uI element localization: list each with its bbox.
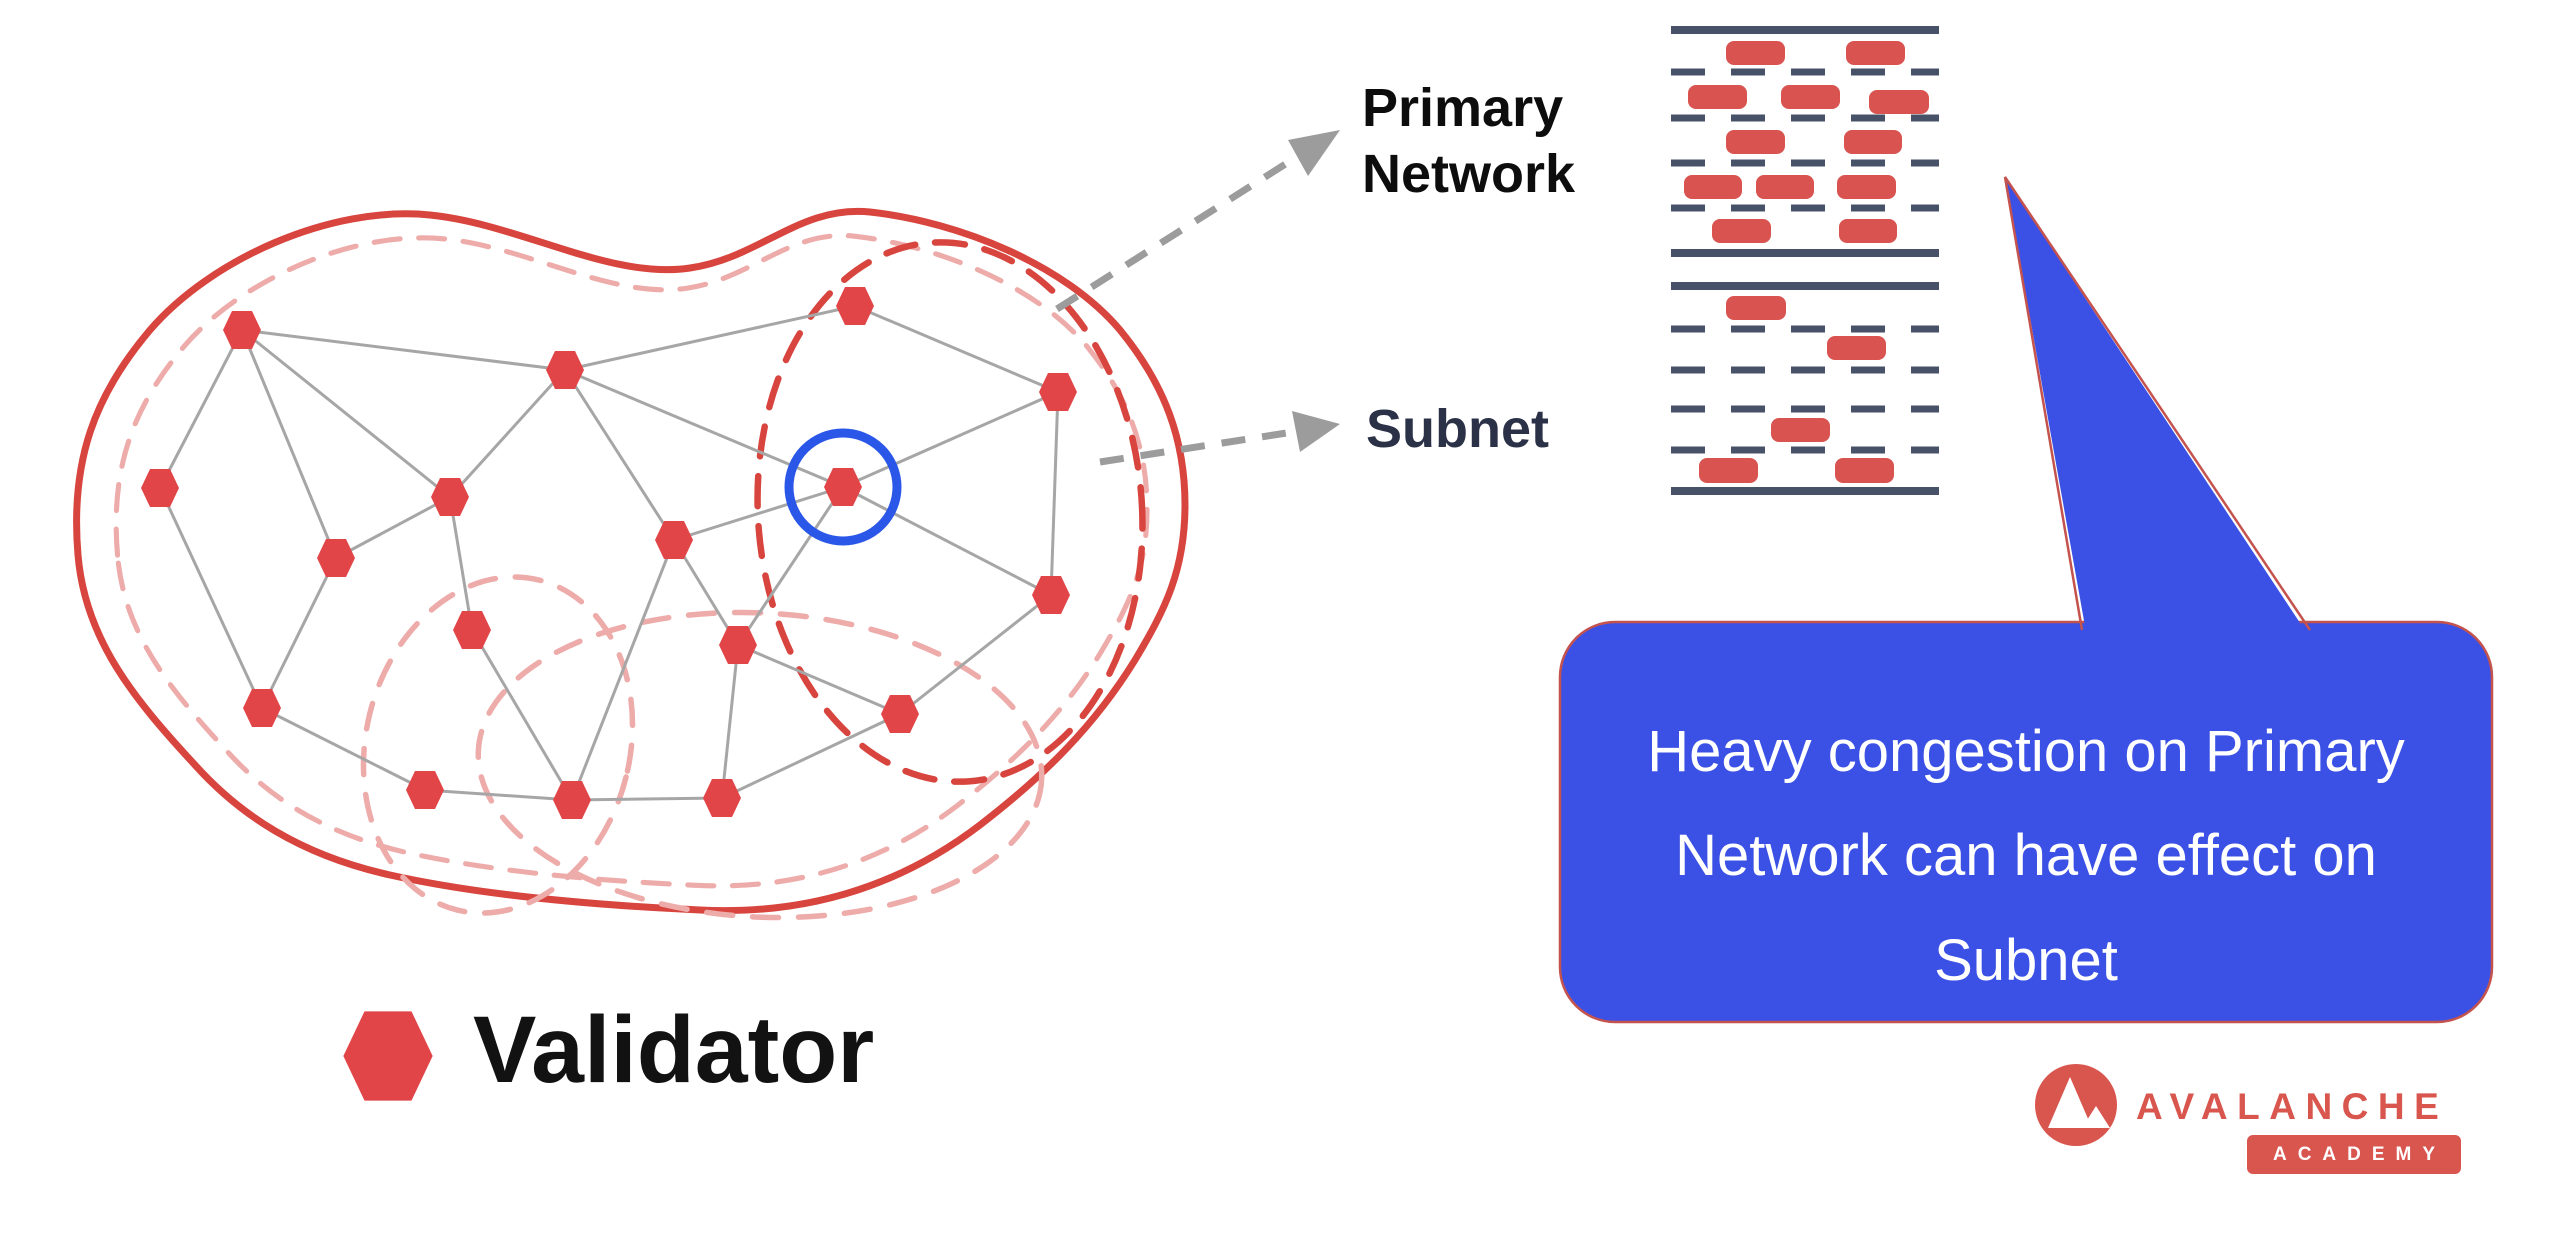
validator-icon bbox=[141, 469, 179, 507]
subnet-boundary-bottom bbox=[475, 609, 1045, 921]
academy-badge-label: ACADEMY bbox=[2272, 1143, 2447, 1165]
peer-connections bbox=[158, 304, 1060, 802]
validator-icon bbox=[317, 539, 355, 577]
validator-legend-label: Validator bbox=[473, 997, 875, 1103]
subnet-blocks bbox=[1699, 296, 1894, 483]
primary-network-arrowhead-icon bbox=[1288, 130, 1340, 176]
validator-nodes bbox=[141, 287, 1077, 819]
subnet-arrowhead-icon bbox=[1292, 411, 1340, 452]
label-arrows bbox=[1055, 130, 1340, 466]
subnet-ledger bbox=[1671, 282, 1939, 495]
primary-network-inner-dashed-boundary bbox=[113, 233, 1150, 889]
callout-bubble bbox=[1558, 176, 2494, 1024]
subnet-boundary-highlighted bbox=[754, 239, 1146, 785]
primary-network-ledger bbox=[1671, 26, 1939, 257]
validator-icon bbox=[223, 311, 261, 349]
validator-icon bbox=[243, 689, 281, 727]
validator-icon bbox=[453, 611, 491, 649]
primary-network-region bbox=[73, 207, 1189, 921]
highlighted-validator-circle bbox=[784, 428, 902, 546]
legend-validator-icon bbox=[343, 1011, 433, 1101]
avalanche-logo-icon bbox=[2035, 1064, 2117, 1146]
primary-network-label: Primary Network bbox=[1362, 78, 1576, 204]
validator-icon bbox=[655, 521, 693, 559]
validator-icon bbox=[836, 287, 874, 325]
validator-icon bbox=[824, 468, 862, 506]
validator-icon bbox=[1032, 576, 1070, 614]
validator-icon bbox=[553, 781, 591, 819]
validator-icon bbox=[881, 695, 919, 733]
primary-blocks bbox=[1684, 41, 1929, 243]
callout-text: Heavy congestion on Primary Network can … bbox=[1647, 719, 2405, 993]
validator-icon bbox=[406, 771, 444, 809]
subnet-boundary-left bbox=[360, 574, 636, 916]
academy-badge: ACADEMY bbox=[2247, 1135, 2461, 1174]
subnet-label: Subnet bbox=[1366, 399, 1549, 459]
primary-network-arrow-line bbox=[1055, 155, 1297, 312]
validator-icon bbox=[1039, 373, 1077, 411]
validator-icon bbox=[719, 626, 757, 664]
primary-network-boundary bbox=[73, 207, 1189, 915]
validator-icon bbox=[703, 779, 741, 817]
subnet-arrow-line bbox=[1099, 428, 1294, 466]
avalanche-wordmark: AVALANCHE bbox=[2136, 1086, 2449, 1127]
